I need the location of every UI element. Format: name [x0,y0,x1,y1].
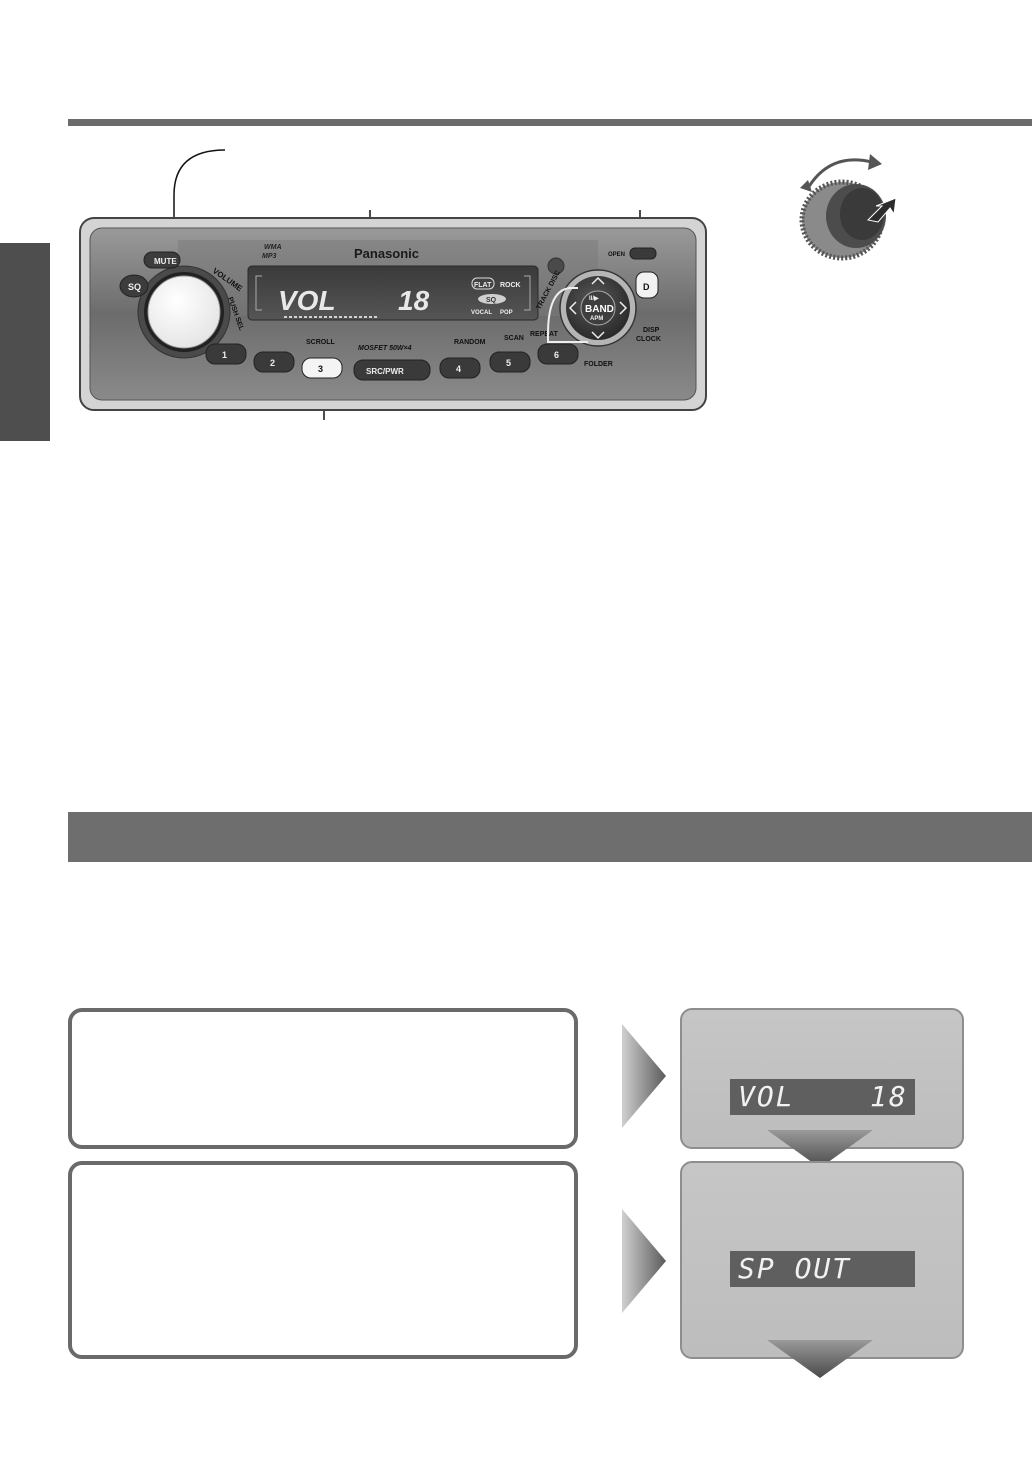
random-label: RANDOM [454,339,486,346]
ir-sensor [547,257,565,275]
scan-label: SCAN [504,335,524,342]
sq-button[interactable]: SQ [119,274,149,298]
nav-left-icon [568,301,577,315]
svg-text:3: 3 [318,364,323,374]
sq-flat-label: FLAT [474,282,492,289]
volume-knob[interactable] [147,275,221,349]
step-2-instructions [68,1161,578,1359]
svg-text:SRC/PWR: SRC/PWR [366,367,404,376]
brand-logo: Panasonic [354,246,419,261]
nav-up-icon [591,276,605,285]
svg-text:5: 5 [506,358,511,368]
step-2-arrow-right-icon [622,1209,666,1313]
svg-text:D: D [643,282,650,292]
svg-text:4: 4 [456,364,461,374]
stereo-display-value: 18 [398,285,430,316]
navigation-ring[interactable]: II/▶ BAND APM [559,269,637,347]
step-2-lcd-readout: SP OUT [730,1251,915,1287]
callout-line-knob [173,149,226,290]
mp3-badge: MP3 [262,253,277,260]
clock-label: CLOCK [636,336,661,343]
sq-vocal-label: VOCAL [471,310,492,316]
preset-button-2[interactable]: 2 [253,351,295,373]
rotate-push-knob-icon [790,140,902,265]
amp-badge: MOSFET 50W×4 [358,345,412,352]
svg-text:6: 6 [554,350,559,360]
preset-button-5[interactable]: 5 [489,351,531,373]
preset-button-1[interactable]: 1 [205,343,247,365]
mute-button[interactable]: MUTE [143,251,181,269]
nav-down-icon [591,331,605,340]
src-pwr-button[interactable]: SRC/PWR [353,359,431,381]
sq-center-label: SQ [486,297,497,304]
disp-label: DISP [643,327,660,334]
d-button[interactable]: D [635,271,659,299]
down-arrow-icon-1 [767,1130,873,1168]
sq-mode-indicators: FLAT ROCK SQ VOCAL POP [471,277,521,316]
sq-button-label: SQ [128,282,141,292]
mute-label: MUTE [154,257,177,266]
wma-badge: WMA [264,244,282,251]
folder-label: FOLDER [584,361,613,368]
scroll-label: SCROLL [306,339,336,346]
play-pause-label: II/▶ [589,295,599,302]
apm-label: APM [590,316,603,322]
down-arrow-icon-2 [767,1340,873,1378]
step-1-lcd-readout: VOL 18 [730,1079,915,1115]
open-label: OPEN [608,252,625,258]
sq-rock-label: ROCK [500,282,521,289]
sq-pop-label: POP [500,310,513,316]
car-stereo-faceplate: VOL 18 FLAT ROCK SQ VOCAL POP WMA MP3 Pa… [78,216,708,412]
step-1-instructions [68,1008,578,1149]
stereo-display-mode: VOL [278,285,336,316]
svg-text:2: 2 [270,358,275,368]
preset-button-4[interactable]: 4 [439,357,481,379]
step-2-display-panel: SP OUT [680,1161,964,1359]
chapter-side-tab [0,243,50,441]
band-label: BAND [585,304,614,315]
preset-button-6[interactable]: 6 [537,343,579,365]
nav-right-icon [619,301,628,315]
repeat-label: REPEAT [530,331,559,338]
open-button[interactable] [629,247,657,260]
section-header-bar [68,812,1032,862]
svg-text:1: 1 [222,350,227,360]
top-rule [68,119,1032,126]
step-1-arrow-right-icon [622,1024,666,1128]
step-1-display-panel: VOL 18 [680,1008,964,1149]
preset-button-3[interactable]: 3 [301,357,343,379]
